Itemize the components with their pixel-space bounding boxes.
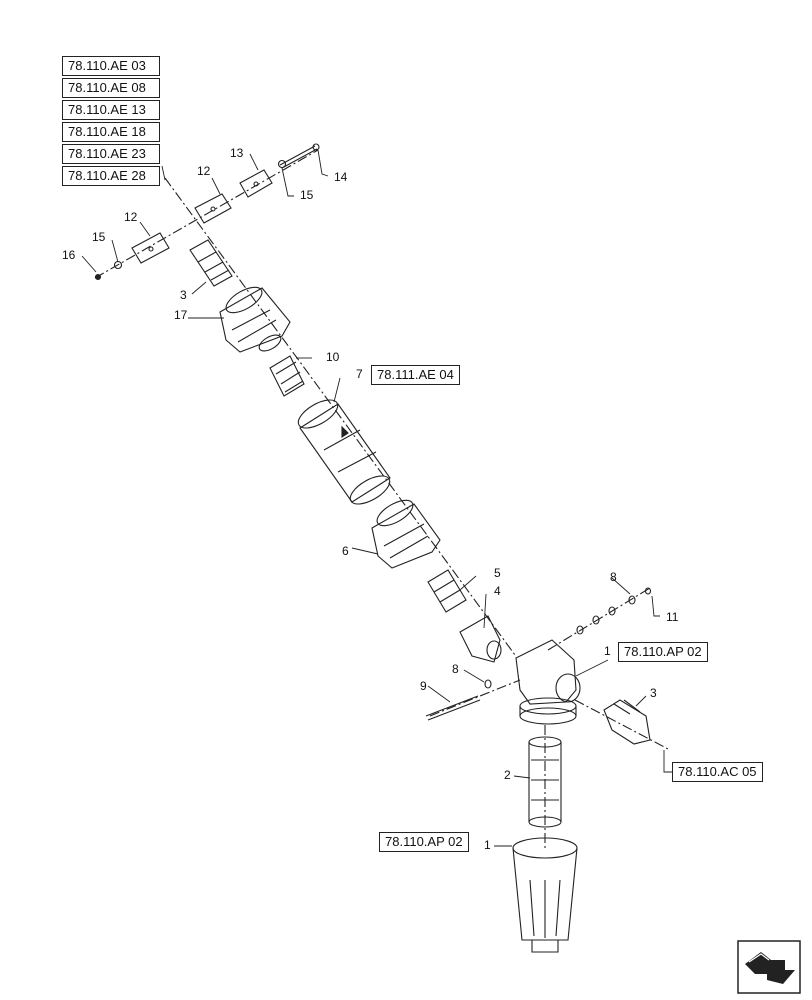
callout-12-lower: 12 bbox=[124, 210, 138, 224]
pin-14 bbox=[279, 143, 320, 169]
filter-bowl-1 bbox=[512, 837, 578, 953]
clip-13 bbox=[239, 169, 273, 198]
callout-6: 6 bbox=[342, 544, 349, 558]
fitting-3-right bbox=[603, 699, 651, 745]
callout-12-upper: 12 bbox=[197, 164, 211, 178]
ref-link-ap02-right[interactable]: 78.110.AP 02 bbox=[618, 642, 708, 662]
washer-15-top bbox=[277, 159, 287, 169]
callout-1-head: 1 bbox=[604, 644, 611, 658]
callout-2: 2 bbox=[504, 768, 511, 782]
clip-12-lower bbox=[131, 232, 170, 264]
next-page-arrow-icon[interactable] bbox=[737, 940, 801, 994]
callout-4: 4 bbox=[494, 584, 501, 598]
callout-9: 9 bbox=[420, 679, 427, 693]
callout-15-upper: 15 bbox=[300, 188, 314, 202]
callout-8-right: 8 bbox=[610, 570, 617, 584]
callout-3-top: 3 bbox=[180, 288, 187, 302]
filter-head-1 bbox=[515, 639, 581, 725]
ref-link-ae23[interactable]: 78.110.AE 23 bbox=[62, 144, 160, 164]
callout-13: 13 bbox=[230, 146, 244, 160]
callout-8-left: 8 bbox=[452, 662, 459, 676]
ref-link-ae03[interactable]: 78.110.AE 03 bbox=[62, 56, 160, 76]
bolt-axis-left bbox=[429, 679, 521, 717]
washers-8-right bbox=[576, 587, 652, 635]
fitting-axis bbox=[574, 699, 671, 751]
reference-stack: 78.110.AE 03 78.110.AE 08 78.110.AE 13 7… bbox=[62, 56, 160, 188]
callout-10: 10 bbox=[326, 350, 340, 364]
callout-17: 17 bbox=[174, 308, 188, 322]
ref-link-111-ae04[interactable]: 78.111.AE 04 bbox=[371, 365, 460, 385]
callout-11: 11 bbox=[666, 610, 679, 624]
callout-16: 16 bbox=[62, 248, 76, 262]
ref-link-ac05[interactable]: 78.110.AC 05 bbox=[672, 762, 763, 782]
hose-barb-3-top bbox=[189, 239, 233, 287]
body-7 bbox=[297, 399, 391, 505]
callout-14: 14 bbox=[334, 170, 348, 184]
elbow-4 bbox=[459, 615, 502, 663]
connector-10 bbox=[269, 355, 305, 397]
callout-15-lower: 15 bbox=[92, 230, 106, 244]
valve-body-6 bbox=[371, 499, 441, 569]
ref-link-ae28[interactable]: 78.110.AE 28 bbox=[62, 166, 160, 186]
nut-16 bbox=[94, 273, 102, 281]
callout-5: 5 bbox=[494, 566, 501, 580]
pin-axis bbox=[94, 149, 319, 279]
ref-link-ae18[interactable]: 78.110.AE 18 bbox=[62, 122, 160, 142]
hose-barb-5 bbox=[427, 569, 467, 613]
callout-1-bowl: 1 bbox=[484, 838, 491, 852]
leader-lines bbox=[81, 149, 672, 847]
ref-link-ap02-bottom[interactable]: 78.110.AP 02 bbox=[379, 832, 469, 852]
bolt-9 bbox=[425, 679, 492, 721]
strainer-2 bbox=[528, 736, 562, 828]
center-axis bbox=[164, 177, 516, 656]
valve-body-17 bbox=[219, 286, 291, 353]
ref-link-ae13[interactable]: 78.110.AE 13 bbox=[62, 100, 160, 120]
clip-12-upper bbox=[194, 193, 232, 224]
callout-7: 7 bbox=[356, 367, 363, 381]
ref-link-ae08[interactable]: 78.110.AE 08 bbox=[62, 78, 160, 98]
callout-3-right: 3 bbox=[650, 686, 657, 700]
